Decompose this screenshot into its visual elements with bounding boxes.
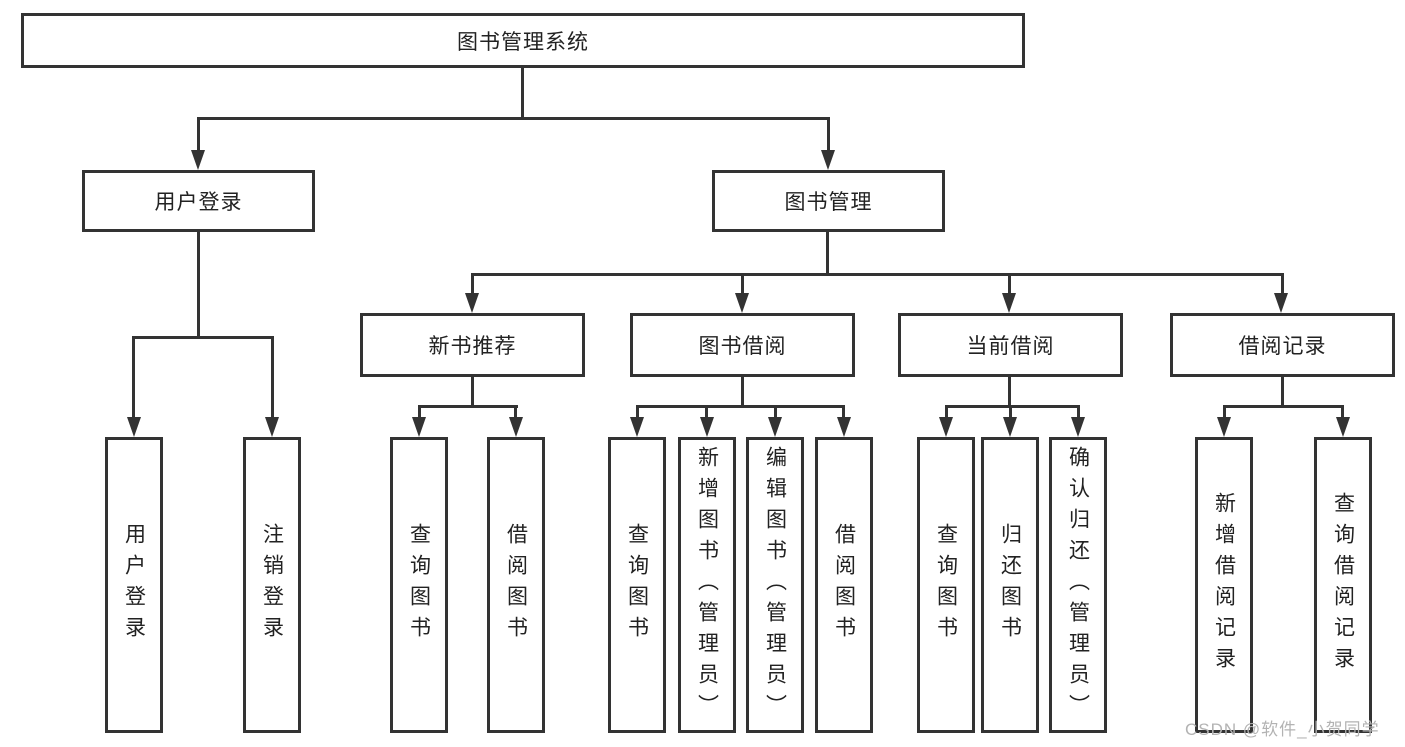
leaf-current-query-books-label: 查询图书	[934, 523, 958, 647]
connector-recommend-drop	[471, 273, 474, 295]
leaf-confirm-return-admin-label: 确认归还（管理员）	[1066, 445, 1090, 725]
node-book-management: 图书管理	[712, 170, 945, 232]
node-new-book-recommend: 新书推荐	[360, 313, 585, 377]
leaf-borrowing-borrow-books: 借阅图书	[815, 437, 873, 733]
leaf-user-login: 用户登录	[105, 437, 163, 733]
leaf-recommend-borrow-books-label: 借阅图书	[504, 523, 528, 647]
connector-current-drop	[1008, 273, 1011, 295]
leaf-recommend-query-books: 查询图书	[390, 437, 448, 733]
connector-recommend-leaf2-drop	[514, 405, 517, 419]
node-book-borrowing: 图书借阅	[630, 313, 855, 377]
connector-records-leaf1-drop	[1223, 405, 1226, 419]
connector-records-stem	[1281, 377, 1284, 405]
leaf-add-borrow-record-label: 新增借阅记录	[1212, 492, 1236, 678]
connector-records-leaf2-drop	[1341, 405, 1344, 419]
node-root: 图书管理系统	[21, 13, 1025, 68]
leaf-borrowing-query-books-label: 查询图书	[625, 523, 649, 647]
arrow-to-confirm-return	[1071, 417, 1085, 437]
leaf-edit-books-admin: 编辑图书（管理员）	[746, 437, 804, 733]
connector-user-login-drop	[197, 117, 200, 153]
node-user-login-label: 用户登录	[154, 191, 243, 214]
arrow-to-logout	[265, 417, 279, 437]
leaf-borrowing-query-books: 查询图书	[608, 437, 666, 733]
connector-current-stem	[1008, 377, 1011, 405]
connector-borrowing-drop	[741, 273, 744, 295]
connector-current-leaf1-drop	[945, 405, 948, 419]
leaf-current-query-books: 查询图书	[917, 437, 975, 733]
arrow-to-user-login	[191, 150, 205, 170]
arrow-to-edit-books	[768, 417, 782, 437]
connector-current-leaf2-drop	[1009, 405, 1012, 419]
leaf-user-login-label: 用户登录	[122, 523, 146, 647]
node-book-management-label: 图书管理	[784, 191, 873, 214]
connector-current-rail	[945, 405, 1080, 408]
node-borrow-records: 借阅记录	[1170, 313, 1395, 377]
connector-records-drop	[1281, 273, 1284, 295]
connector-borrowing-leaf1-drop	[636, 405, 639, 419]
connector-records-rail	[1223, 405, 1344, 408]
leaf-recommend-borrow-books: 借阅图书	[487, 437, 545, 733]
connector-borrowing-stem	[741, 377, 744, 405]
leaf-add-books-admin-label: 新增图书（管理员）	[695, 445, 719, 725]
node-current-borrowing-label: 当前借阅	[966, 335, 1055, 358]
connector-user-login-stem	[197, 232, 200, 336]
connector-borrowing-leaf2-drop	[705, 405, 708, 419]
connector-book-management-stem	[826, 232, 829, 273]
node-user-login: 用户登录	[82, 170, 315, 232]
connector-login-drop	[132, 336, 135, 417]
node-borrow-records-label: 借阅记录	[1238, 335, 1327, 358]
arrow-to-login	[127, 417, 141, 437]
connector-level1-rail	[197, 117, 830, 120]
arrow-to-book-management	[821, 150, 835, 170]
arrow-to-add-record	[1217, 417, 1231, 437]
watermark: CSDN @软件_小贺同学	[1185, 720, 1380, 739]
leaf-confirm-return-admin: 确认归还（管理员）	[1049, 437, 1107, 733]
leaf-edit-books-admin-label: 编辑图书（管理员）	[763, 445, 787, 725]
node-new-book-recommend-label: 新书推荐	[428, 335, 517, 358]
leaf-logout-label: 注销登录	[260, 523, 284, 647]
leaf-logout: 注销登录	[243, 437, 301, 733]
leaf-recommend-query-books-label: 查询图书	[407, 523, 431, 647]
connector-recommend-rail	[418, 405, 518, 408]
connector-recommend-stem	[471, 377, 474, 405]
leaf-return-books-label: 归还图书	[998, 523, 1022, 647]
arrow-to-return-books	[1003, 417, 1017, 437]
node-book-borrowing-label: 图书借阅	[698, 335, 787, 358]
leaf-return-books: 归还图书	[981, 437, 1039, 733]
connector-current-leaf3-drop	[1077, 405, 1080, 419]
connector-root-stem	[521, 68, 524, 117]
arrow-to-borrowing-query	[630, 417, 644, 437]
arrow-to-recommend-borrow	[509, 417, 523, 437]
leaf-query-borrow-record: 查询借阅记录	[1314, 437, 1372, 733]
connector-borrowing-rail	[636, 405, 845, 408]
arrow-to-query-record	[1336, 417, 1350, 437]
arrow-to-add-books	[700, 417, 714, 437]
arrow-to-recommend	[465, 293, 479, 313]
node-current-borrowing: 当前借阅	[898, 313, 1123, 377]
connector-recommend-leaf1-drop	[418, 405, 421, 419]
arrow-to-borrowing	[735, 293, 749, 313]
leaf-add-books-admin: 新增图书（管理员）	[678, 437, 736, 733]
arrow-to-borrowing-borrow	[837, 417, 851, 437]
leaf-query-borrow-record-label: 查询借阅记录	[1331, 492, 1355, 678]
connector-logout-drop	[271, 336, 274, 417]
leaf-add-borrow-record: 新增借阅记录	[1195, 437, 1253, 733]
connector-borrowing-leaf3-drop	[774, 405, 777, 419]
node-root-label: 图书管理系统	[457, 30, 589, 54]
connector-level2-rail	[471, 273, 1283, 276]
arrow-to-records	[1274, 293, 1288, 313]
connector-user-login-rail	[132, 336, 274, 339]
arrow-to-current-query	[939, 417, 953, 437]
arrow-to-recommend-query	[412, 417, 426, 437]
connector-borrowing-leaf4-drop	[842, 405, 845, 419]
leaf-borrowing-borrow-books-label: 借阅图书	[832, 523, 856, 647]
arrow-to-current	[1002, 293, 1016, 313]
connector-book-management-drop	[827, 117, 830, 153]
